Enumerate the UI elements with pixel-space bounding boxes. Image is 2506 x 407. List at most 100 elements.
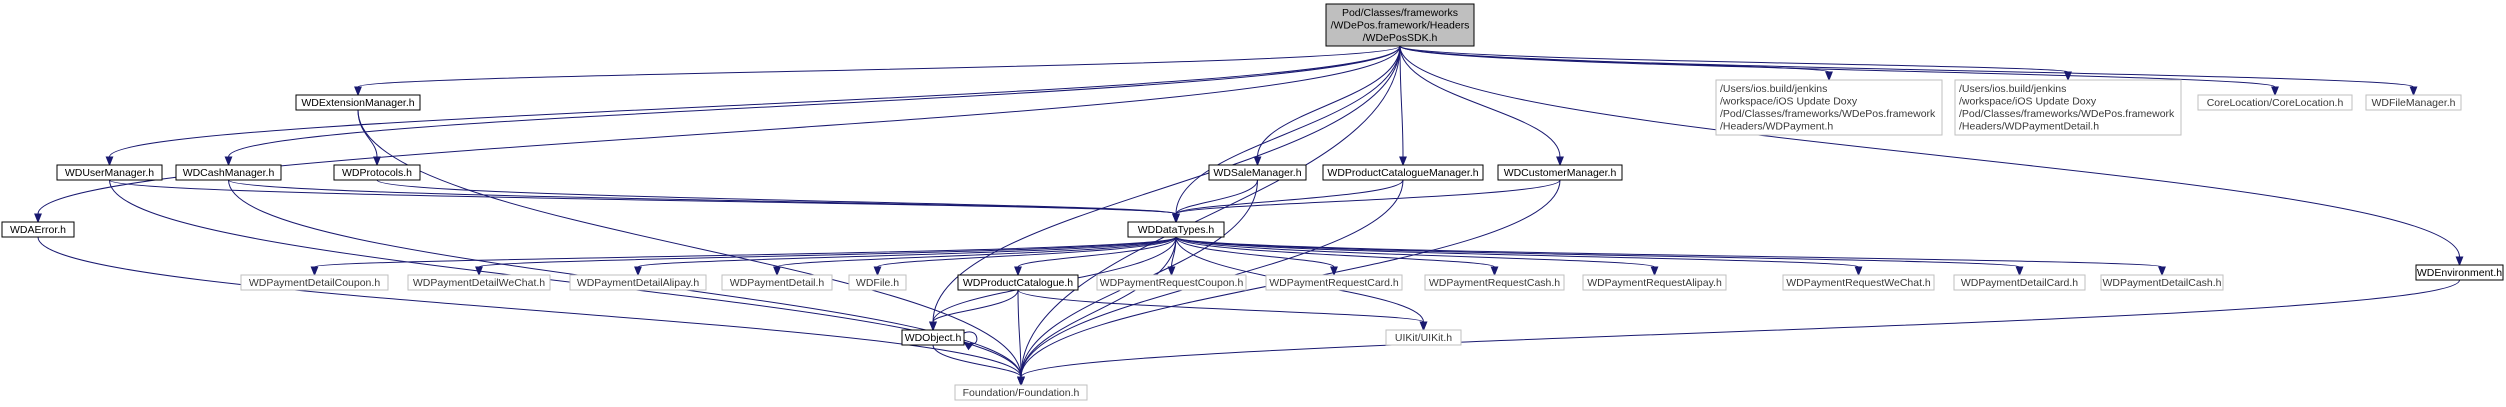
node-headers-wdpaymentdetail: /Users/ios.build/jenkins/workspace/iOS U… <box>1954 79 2182 136</box>
edge-types-to-rwechat <box>1175 236 1863 277</box>
node-label-line: WDCashManager.h <box>183 167 275 179</box>
node-box <box>1582 274 1727 291</box>
node-label-line: /workspace/iOS Update Doxy <box>1959 96 2097 108</box>
node-box <box>901 329 965 346</box>
node-uikit-uikit: UIKit/UIKit.h <box>1385 329 1462 346</box>
node-box <box>1322 164 1484 181</box>
node-wdaerror[interactable]: WDAError.h <box>1 221 75 238</box>
edge-types-to-ralipay <box>1175 236 1659 277</box>
node-box <box>848 274 907 291</box>
node-box <box>721 274 833 291</box>
edge-root-to-user <box>105 45 1401 167</box>
node-label-line: WDUserManager.h <box>65 167 154 179</box>
node-box <box>1096 274 1247 291</box>
edge-root-to-cust <box>1399 45 1564 167</box>
node-wdprotocols[interactable]: WDProtocols.h <box>333 164 421 181</box>
node-label-line: CoreLocation/CoreLocation.h <box>2207 97 2344 109</box>
edge-root-to-cash <box>224 45 1401 167</box>
edge-cust-to-types <box>1172 179 1561 224</box>
node-label-line: WDObject.h <box>905 332 962 344</box>
node-box <box>1497 164 1623 181</box>
edge-types-to-dwechat <box>475 236 1177 277</box>
edge-types-to-rcash <box>1175 236 1499 277</box>
node-box <box>333 164 421 181</box>
node-wdpaymentrequestcash: WDPaymentRequestCash.h <box>1424 274 1565 291</box>
node-box <box>1325 3 1475 47</box>
node-label-line: /WDePos.framework/Headers <box>1331 19 1470 31</box>
node-wdcustomermanager[interactable]: WDCustomerManager.h <box>1497 164 1623 181</box>
node-wdpaymentrequestwechat: WDPaymentRequestWeChat.h <box>1782 274 1935 291</box>
edge-pcat-to-obj <box>929 289 1019 332</box>
node-wdpaymentdetailcoupon: WDPaymentDetailCoupon.h <box>240 274 389 291</box>
node-foundation-foundation: Foundation/Foundation.h <box>954 384 1088 401</box>
node-label-line: WDPaymentDetailAlipay.h <box>577 277 700 289</box>
node-wdobject[interactable]: WDObject.h <box>901 329 965 346</box>
node-label-line: /Users/ios.build/jenkins <box>1959 83 2066 95</box>
node-box <box>2415 264 2504 281</box>
node-box <box>1954 79 2182 136</box>
node-box <box>1385 329 1462 346</box>
node-wddatatypes[interactable]: WDDataTypes.h <box>1127 221 1225 238</box>
node-label-line: WDEnvironment.h <box>2417 267 2502 279</box>
node-label-line: WDAError.h <box>10 224 66 236</box>
node-box <box>1265 274 1403 291</box>
node-label-line: WDPaymentDetailCoupon.h <box>249 277 380 289</box>
node-box <box>1208 164 1307 181</box>
node-label-line: /Pod/Classes/frameworks/WDePos.framework <box>1720 108 1936 120</box>
node-label-line: WDCustomerManager.h <box>1504 167 1617 179</box>
node-wdpaymentdetail: WDPaymentDetail.h <box>721 274 833 291</box>
node-wdpaymentdetailcard: WDPaymentDetailCard.h <box>1953 274 2086 291</box>
edge-types-to-rcard <box>1175 236 1338 277</box>
node-box <box>1782 274 1935 291</box>
edge-root-to-env <box>1399 45 2464 267</box>
node-label-line: /Users/ios.build/jenkins <box>1720 83 1827 95</box>
node-wdepossdk[interactable]: Pod/Classes/frameworks/WDePos.framework/… <box>1325 3 1475 47</box>
node-wdenvironment[interactable]: WDEnvironment.h <box>2415 264 2504 281</box>
node-box <box>2197 94 2353 111</box>
node-label-line: Foundation/Foundation.h <box>963 387 1080 399</box>
node-box <box>569 274 707 291</box>
node-wdsalemanager[interactable]: WDSaleManager.h <box>1208 164 1307 181</box>
edge-obj-to-obj <box>962 331 978 351</box>
node-wdpaymentdetailwechat: WDPaymentDetailWeChat.h <box>407 274 551 291</box>
node-wdcashmanager[interactable]: WDCashManager.h <box>175 164 282 181</box>
edge-types-to-dalipay <box>634 236 1177 277</box>
node-wdpaymentrequestcard: WDPaymentRequestCard.h <box>1265 274 1403 291</box>
edge-types-to-pcat <box>1014 236 1177 277</box>
node-wdproductcatalogue[interactable]: WDProductCatalogue.h <box>957 274 1079 291</box>
edge-root-to-pcm <box>1399 45 1407 167</box>
node-wdusermanager[interactable]: WDUserManager.h <box>56 164 163 181</box>
edge-types-to-dcash <box>1175 236 2166 277</box>
node-headers-wdpayment: /Users/ios.build/jenkins/workspace/iOS U… <box>1715 79 1943 136</box>
node-box <box>1127 221 1225 238</box>
node-wdextensionmanager[interactable]: WDExtensionManager.h <box>295 94 421 111</box>
node-label-line: /WDePosSDK.h <box>1363 32 1438 44</box>
node-box <box>2100 274 2224 291</box>
node-label-line: WDPaymentRequestCoupon.h <box>1100 277 1244 289</box>
node-wdproductcataloguemanager[interactable]: WDProductCatalogueManager.h <box>1322 164 1484 181</box>
node-label-line: UIKit/UIKit.h <box>1395 332 1452 344</box>
node-box <box>295 94 421 111</box>
edge-types-to-pdetail <box>773 236 1177 277</box>
node-box <box>954 384 1088 401</box>
node-wdpaymentrequestcoupon: WDPaymentRequestCoupon.h <box>1096 274 1247 291</box>
node-box <box>1953 274 2086 291</box>
node-label-line: WDPaymentDetailCash.h <box>2102 277 2221 289</box>
node-box <box>1715 79 1943 136</box>
edge-types-to-dcard <box>1175 236 2024 277</box>
node-box <box>1424 274 1565 291</box>
edge-pcat-to-uikit <box>1017 289 1428 332</box>
node-label-line: WDPaymentRequestWeChat.h <box>1786 277 1931 289</box>
node-label-line: /Headers/WDPaymentDetail.h <box>1959 121 2099 133</box>
node-wdfilemanager: WDFileManager.h <box>2365 94 2462 111</box>
node-wdfile: WDFile.h <box>848 274 907 291</box>
node-label-line: WDPaymentRequestCard.h <box>1269 277 1399 289</box>
node-wdpaymentrequestalipay: WDPaymentRequestAlipay.h <box>1582 274 1727 291</box>
node-box <box>240 274 389 291</box>
node-label-line: WDProductCatalogue.h <box>963 277 1073 289</box>
node-label-line: WDProductCatalogueManager.h <box>1327 167 1478 179</box>
node-wdpaymentdetailalipay: WDPaymentDetailAlipay.h <box>569 274 707 291</box>
edge-types-to-dcoupon <box>310 236 1177 277</box>
node-label-line: WDDataTypes.h <box>1138 224 1215 236</box>
node-label-line: WDFileManager.h <box>2371 97 2455 109</box>
